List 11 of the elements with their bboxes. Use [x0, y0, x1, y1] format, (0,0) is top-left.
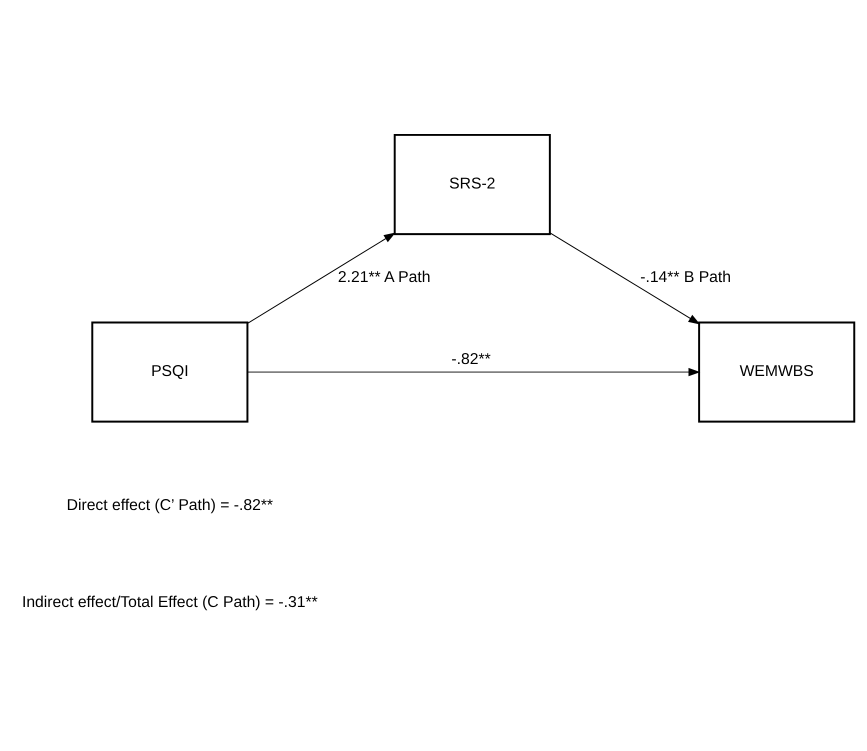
label: Direct effect (C’ Path) = -.82**	[66, 496, 274, 514]
edge-label: 2.21** A Path	[338, 269, 430, 286]
node-box: PSQI	[91, 322, 248, 423]
node-box: WEMWBS	[698, 322, 856, 423]
arrow	[247, 368, 700, 376]
arrow	[246, 232, 396, 324]
arrow	[549, 232, 700, 324]
label: Indirect effect/Total Effect (C Path) = -.31**	[22, 594, 318, 612]
node-box: SRS-2	[394, 134, 551, 236]
edge-label: -.82**	[451, 351, 491, 368]
edge-label: -.14** B Path	[640, 269, 732, 286]
